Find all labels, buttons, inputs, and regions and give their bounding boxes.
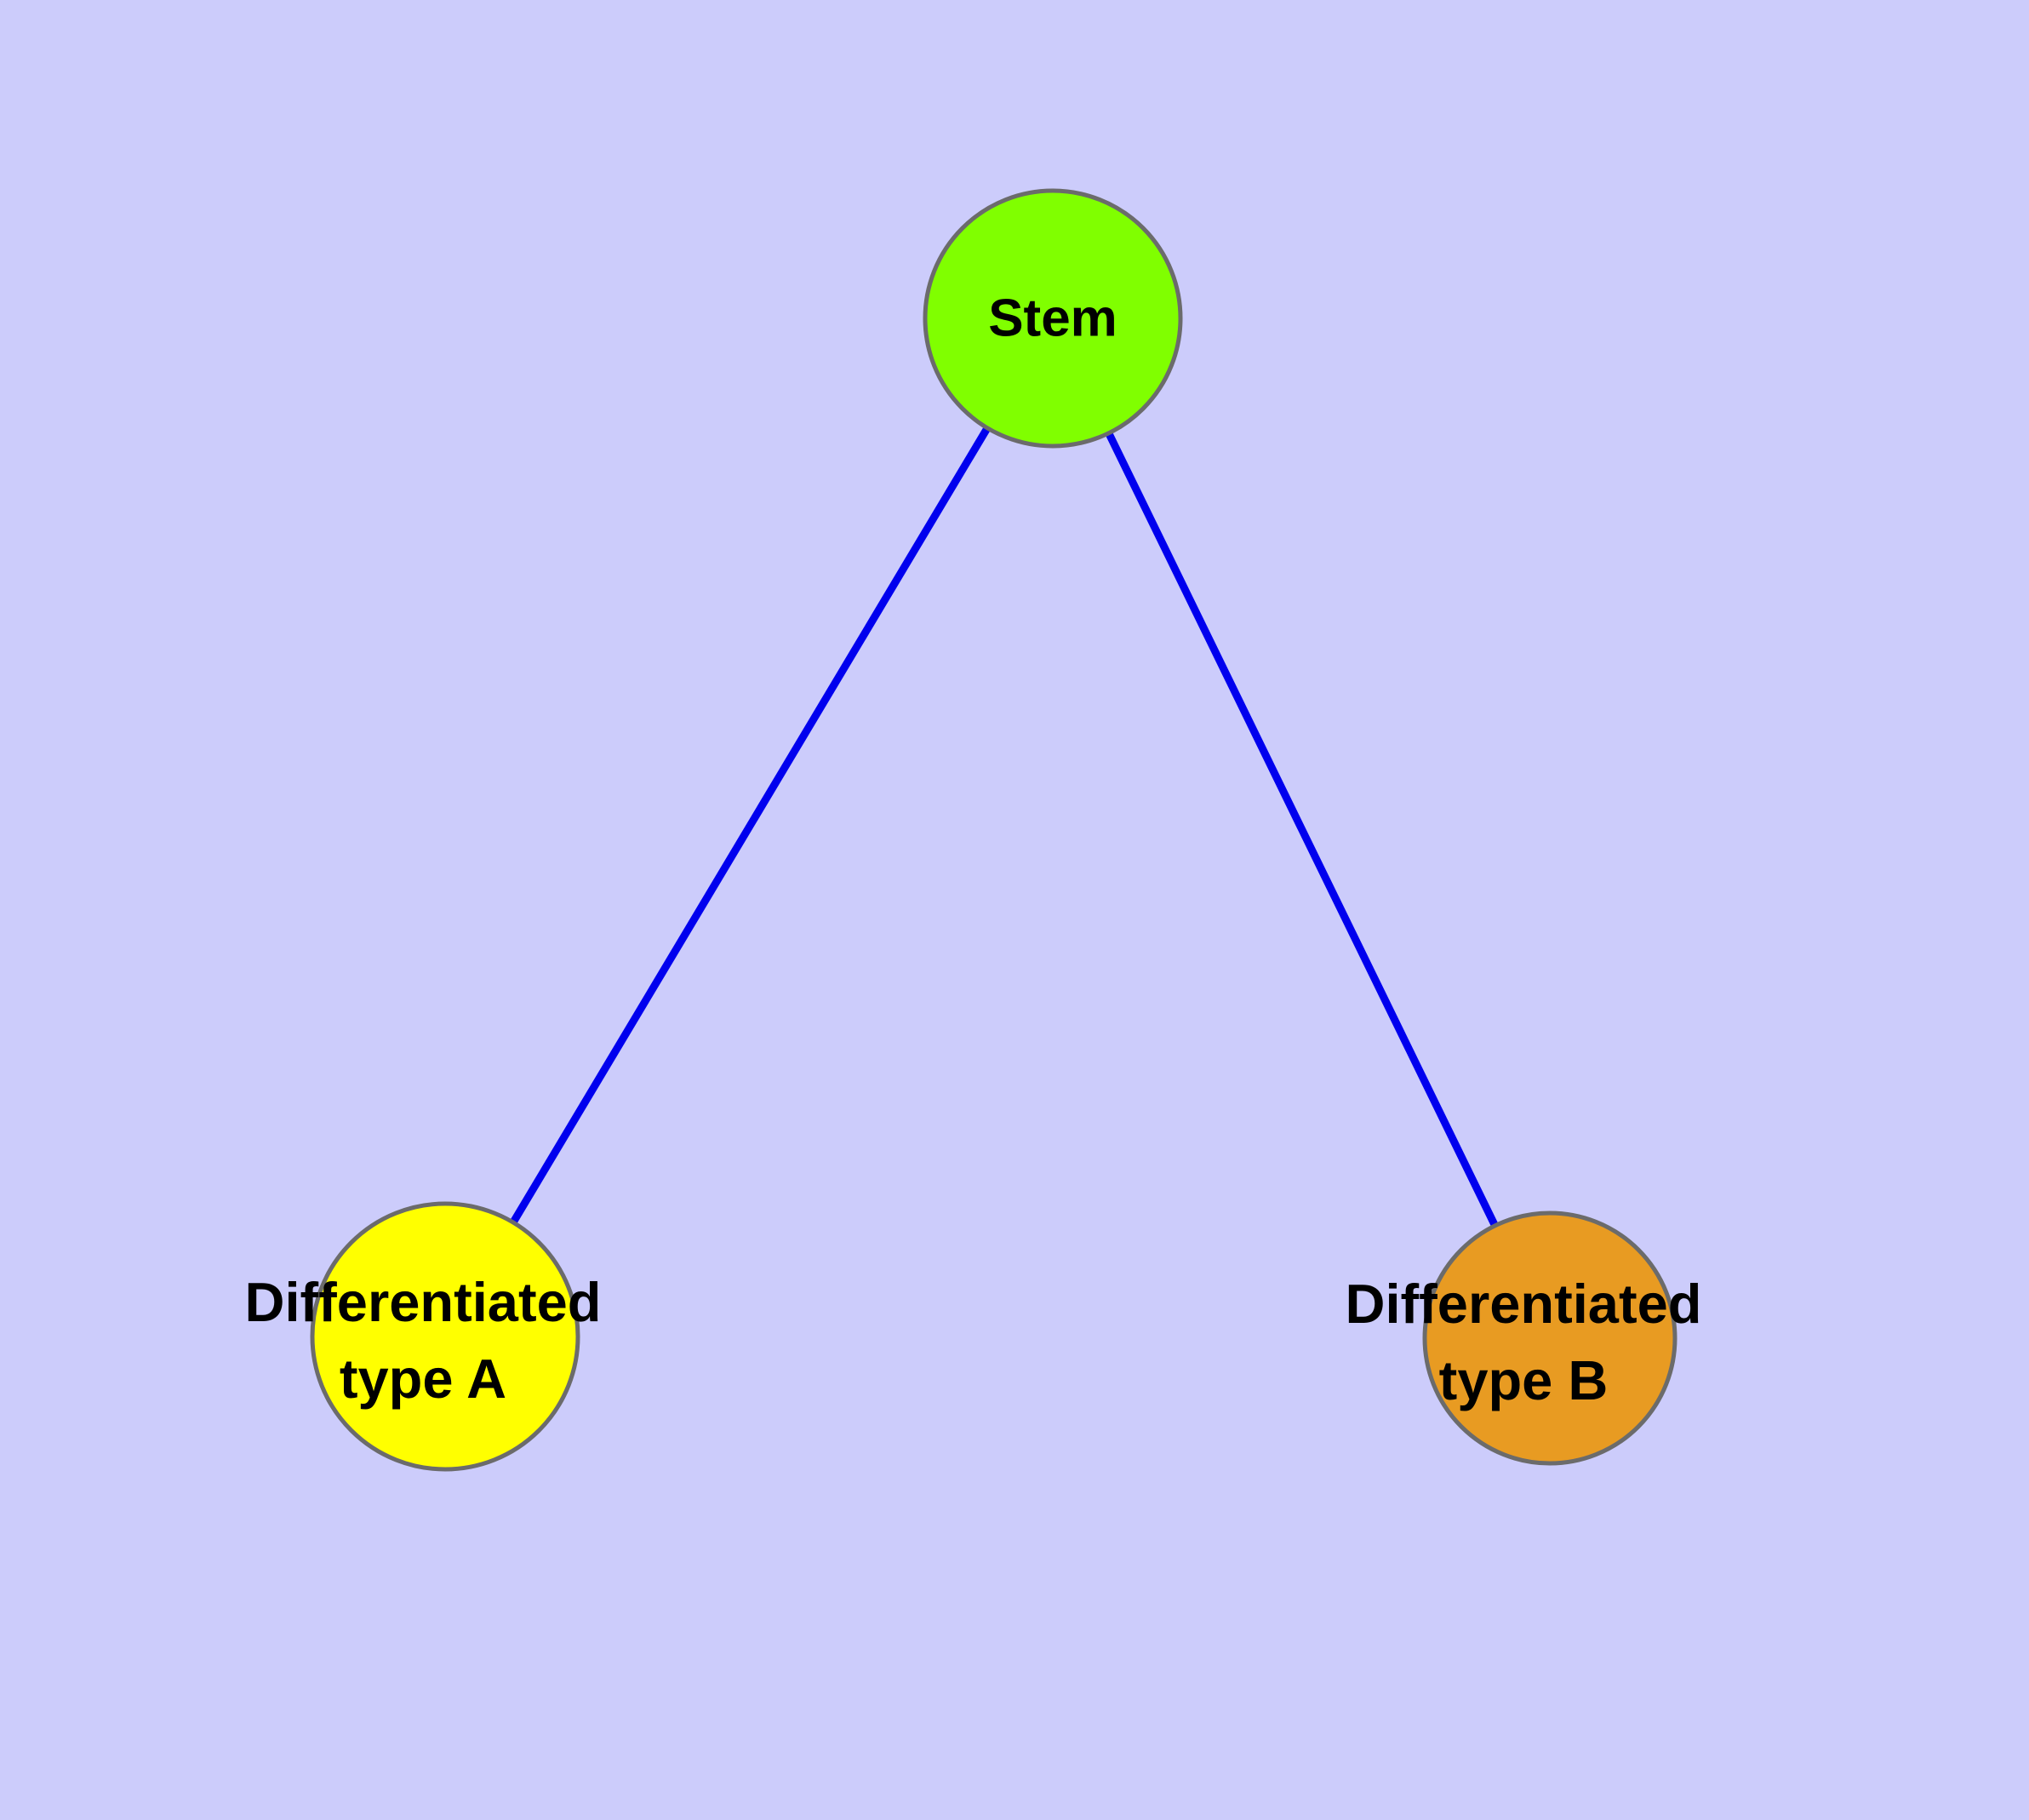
node-type-b-label-line2: type B	[1439, 1349, 1609, 1411]
node-type-b-circle[interactable]	[1422, 1210, 1677, 1466]
node-type-a-circle[interactable]	[310, 1201, 580, 1472]
node-differentiated-type-b[interactable]	[1422, 1210, 1677, 1466]
edge-layer	[504, 417, 1503, 1237]
node-type-a-label-line1: Differentiated	[245, 1271, 602, 1333]
node-stem-circle[interactable]	[923, 188, 1183, 449]
edge-stem-to-type-a[interactable]	[504, 417, 997, 1233]
node-stem[interactable]	[923, 188, 1183, 449]
edge-stem-to-type-b[interactable]	[1100, 422, 1503, 1237]
label-layer: Stem Differentiated type A Differentiate…	[245, 289, 1702, 1411]
node-type-b-label-line1: Differentiated	[1346, 1273, 1702, 1335]
node-layer	[310, 188, 1677, 1472]
node-stem-label: Stem	[988, 289, 1117, 347]
node-type-a-label-line2: type A	[340, 1348, 506, 1410]
node-differentiated-type-a[interactable]	[310, 1201, 580, 1472]
